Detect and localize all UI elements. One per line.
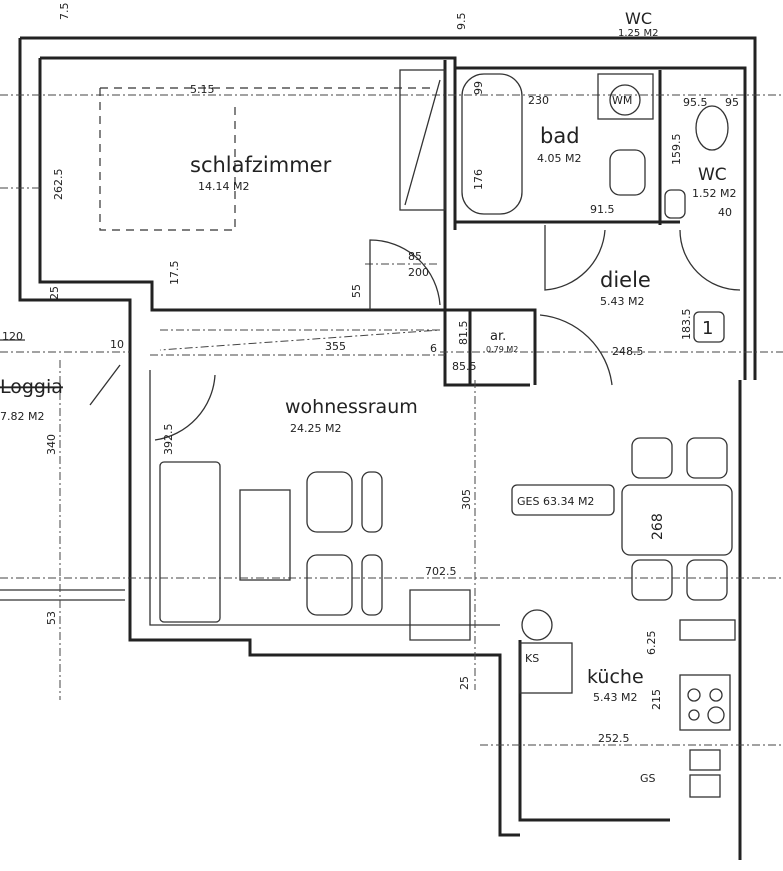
coffee-table bbox=[239, 489, 291, 581]
room-name-wohnessraum: wohnessraum bbox=[285, 396, 418, 418]
room-name-diele: diele bbox=[600, 268, 651, 292]
dimension-labels: 5.15 262.5 17.5 25 10 355 6 85 200 55 23… bbox=[2, 3, 739, 746]
dim-label: 95.5 bbox=[683, 96, 708, 109]
washing-machine-label: WM bbox=[612, 94, 632, 107]
dim-label: 25 bbox=[458, 676, 471, 690]
door-swings bbox=[89, 225, 741, 441]
room-area-diele: 5.43 M2 bbox=[600, 295, 644, 308]
unit-number-badge: 1 bbox=[693, 311, 725, 343]
dim-label: 6.25 bbox=[645, 631, 658, 656]
dim-label: 10 bbox=[110, 338, 124, 351]
dim-label: 17.5 bbox=[168, 261, 181, 286]
dishwasher-label: GS bbox=[640, 772, 656, 785]
sink-icon bbox=[609, 149, 646, 196]
dim-label: 252.5 bbox=[598, 732, 630, 745]
washing-machine-icon bbox=[609, 84, 641, 116]
dim-label: 230 bbox=[528, 94, 549, 107]
stove-icon bbox=[679, 674, 731, 731]
room-area-wc-top: 1.25 M2 bbox=[618, 28, 658, 39]
unit-number: 1 bbox=[702, 318, 713, 339]
dim-label: 215 bbox=[650, 689, 663, 710]
dining-table bbox=[621, 484, 733, 556]
dim-label: 85 bbox=[408, 250, 422, 263]
dim-label: 9.5 bbox=[455, 13, 468, 31]
toilet-icon bbox=[695, 105, 729, 151]
dim-label: 120 bbox=[2, 330, 23, 343]
room-area-loggia: 7.82 M2 bbox=[0, 410, 44, 423]
dim-label: 305 bbox=[460, 489, 473, 510]
dim-label: 340 bbox=[45, 434, 58, 455]
dim-label: 55 bbox=[350, 284, 363, 298]
room-area-schlafzimmer: 14.14 M2 bbox=[198, 180, 249, 193]
room-area-wohnessraum: 24.25 M2 bbox=[290, 422, 341, 435]
total-area-label: GES 63.34 M2 bbox=[517, 495, 594, 508]
room-area-ar: 0.79 M2 bbox=[486, 345, 518, 354]
room-name-wc-top: WC bbox=[625, 9, 652, 28]
room-name-loggia: Loggia bbox=[0, 376, 63, 398]
dim-label: 25 bbox=[48, 286, 61, 300]
dim-label: 248.5 bbox=[612, 345, 644, 358]
sofa bbox=[159, 461, 221, 623]
room-name-ar: ar. bbox=[490, 329, 506, 344]
room-name-kueche: küche bbox=[587, 666, 644, 688]
dim-label: 702.5 bbox=[425, 565, 457, 578]
dim-label: 183.5 bbox=[680, 309, 693, 341]
dim-label: 81.5 bbox=[457, 321, 470, 346]
furniture bbox=[99, 69, 736, 798]
room-area-wc: 1.52 M2 bbox=[692, 187, 736, 200]
dim-label: 5.15 bbox=[190, 83, 215, 96]
dim-label: 176 bbox=[472, 169, 485, 190]
dim-label: 95 bbox=[725, 96, 739, 109]
room-name-bad: bad bbox=[540, 124, 580, 148]
dim-label: 91.5 bbox=[590, 203, 615, 216]
total-area-box: GES 63.34 M2 bbox=[511, 484, 615, 516]
dim-label: 53 bbox=[45, 611, 58, 625]
dim-label: 99 bbox=[472, 81, 485, 95]
dim-label: 6 bbox=[430, 342, 437, 355]
dim-label: 159.5 bbox=[670, 134, 683, 166]
walls bbox=[0, 36, 757, 860]
dim-label: 355 bbox=[325, 340, 346, 353]
room-name-schlafzimmer: schlafzimmer bbox=[190, 153, 332, 177]
dim-label: 392.5 bbox=[162, 424, 175, 456]
fridge-label: KS bbox=[525, 652, 539, 665]
dim-label: 200 bbox=[408, 266, 429, 279]
dim-label: 268 bbox=[650, 513, 666, 540]
room-area-kueche: 5.43 M2 bbox=[593, 691, 637, 704]
dim-label: 262.5 bbox=[52, 169, 65, 201]
dim-label: 40 bbox=[718, 206, 732, 219]
dim-label: 85.5 bbox=[452, 360, 477, 373]
room-labels: schlafzimmer 14.14 M2 bad 4.05 M2 WC 1.5… bbox=[0, 9, 736, 704]
room-area-bad: 4.05 M2 bbox=[537, 152, 581, 165]
dim-label: 7.5 bbox=[58, 3, 71, 21]
room-name-wc: WC bbox=[698, 165, 727, 185]
